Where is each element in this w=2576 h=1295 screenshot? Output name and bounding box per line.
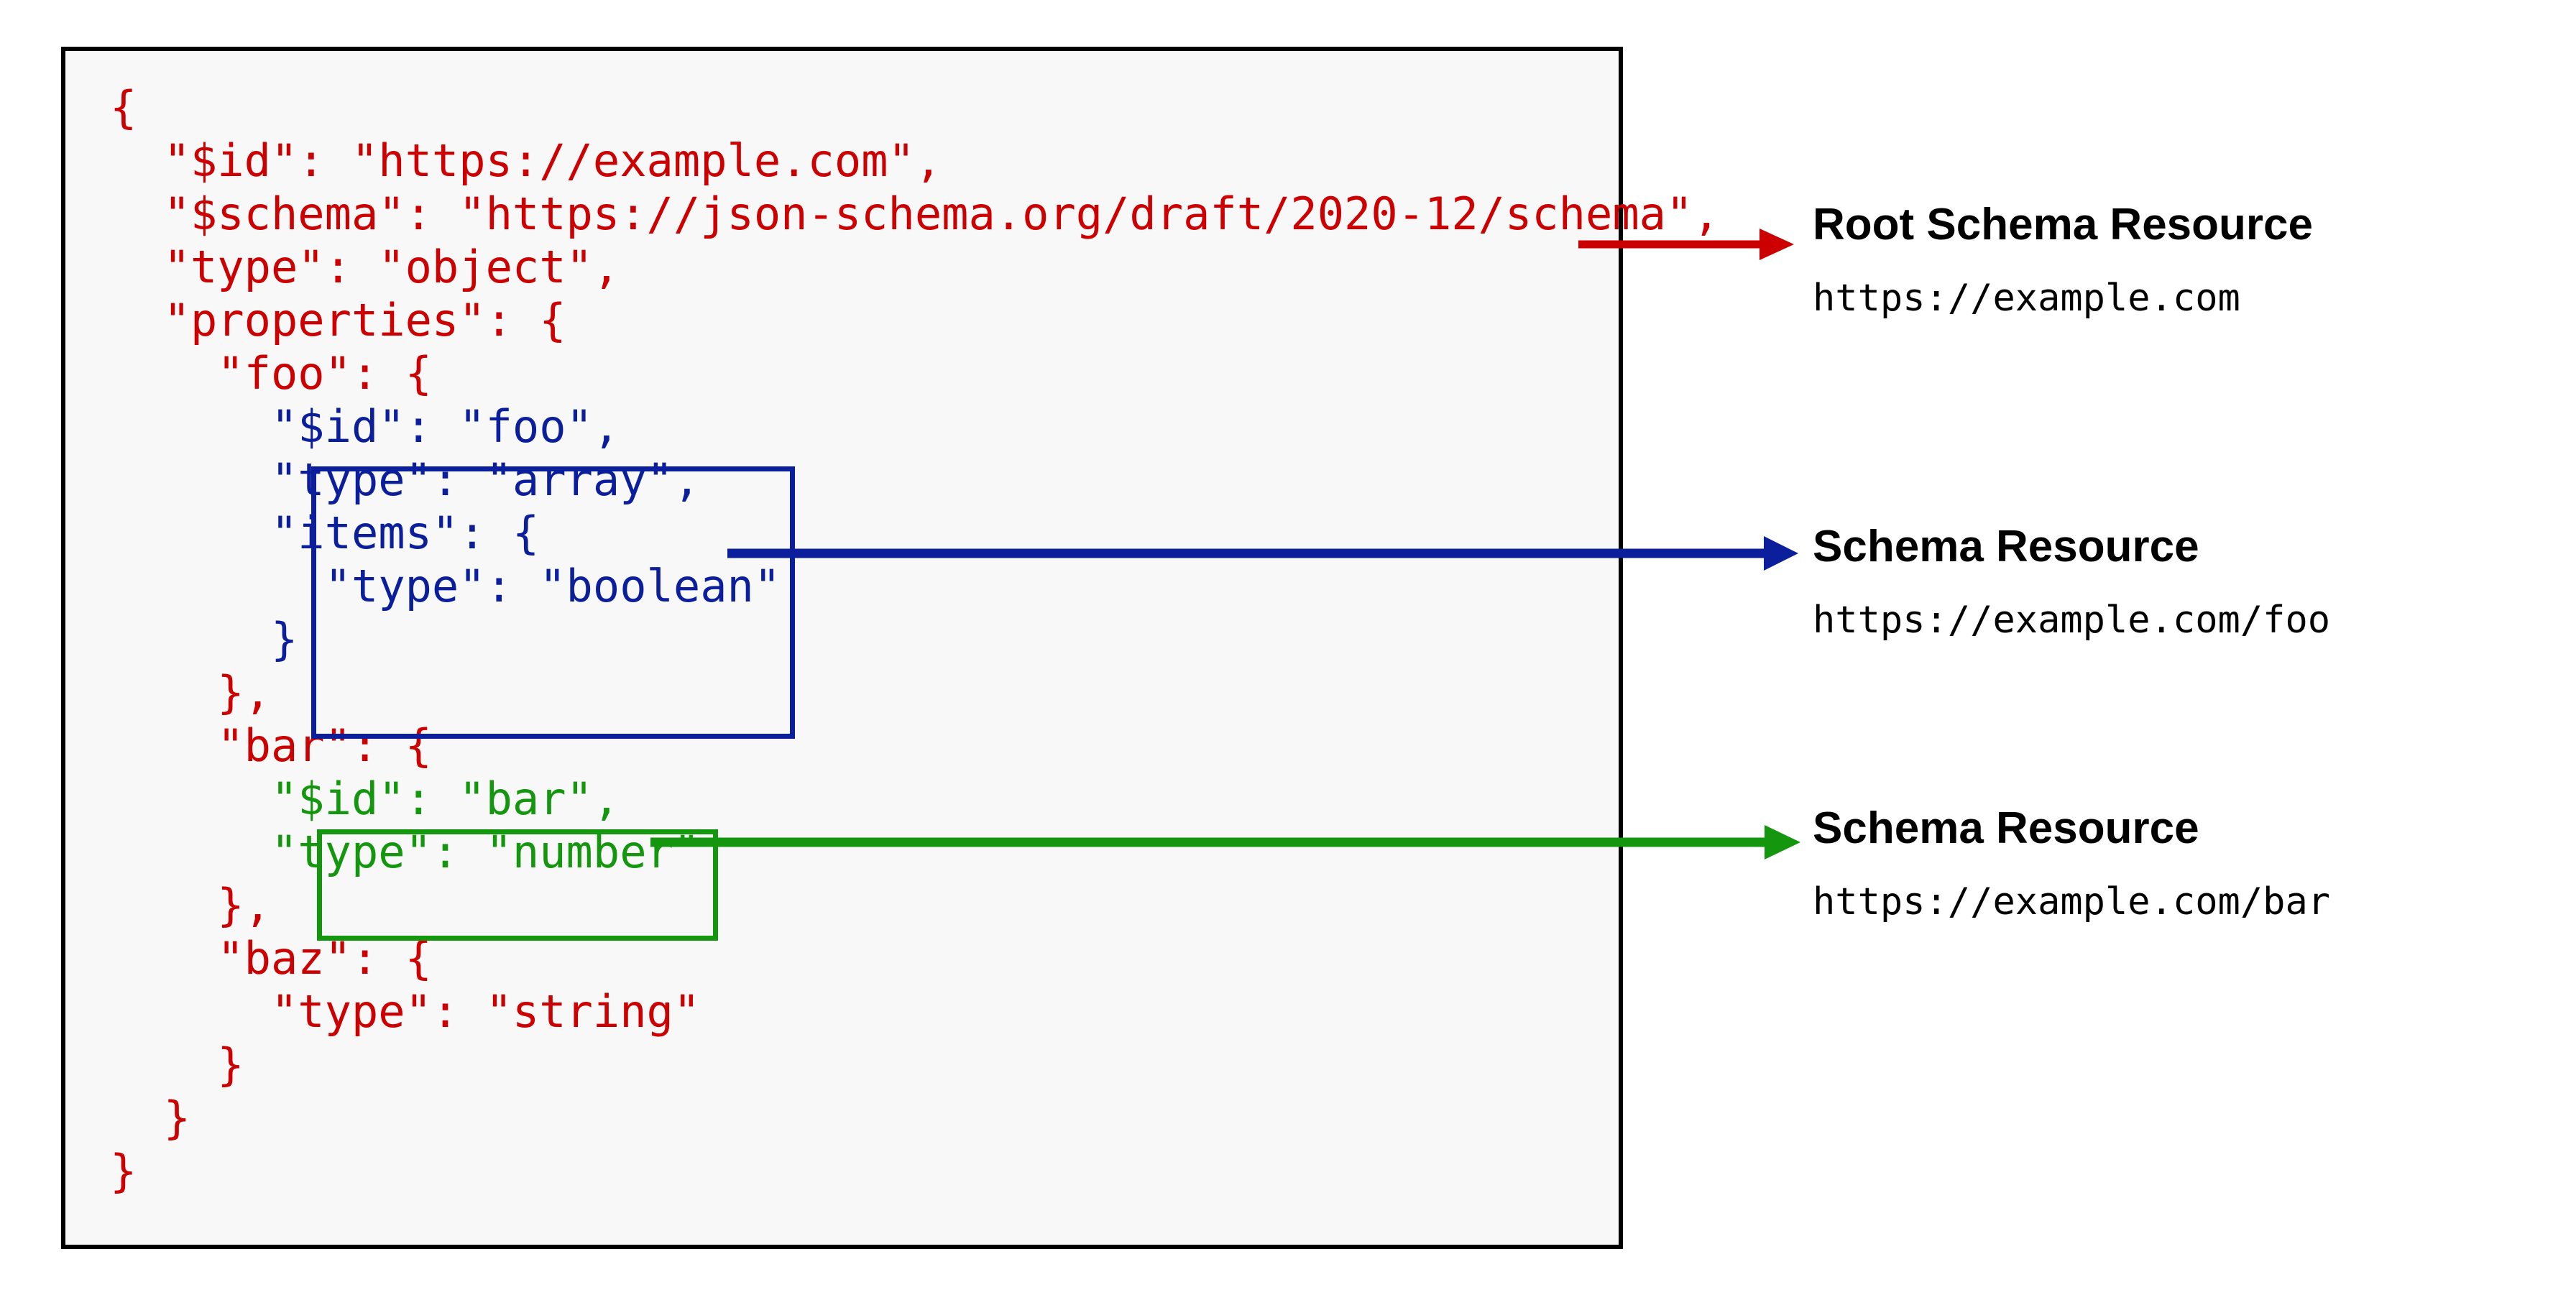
code-line: "$schema": "https://json-schema.org/draf…	[110, 188, 1720, 240]
code-line: }	[110, 1038, 244, 1091]
json-code-block: { "$id": "https://example.com", "$schema…	[110, 81, 1720, 1198]
code-panel: { "$id": "https://example.com", "$schema…	[61, 47, 1720, 1249]
foo-schema-arrow	[727, 536, 1798, 571]
bar-schema-arrow	[650, 825, 1800, 860]
annotation-uri: https://example.com/bar	[1813, 880, 2331, 923]
code-line: }	[110, 1092, 190, 1144]
code-line: "$id": "foo",	[110, 400, 620, 453]
code-line: "type": "string"	[110, 985, 701, 1038]
code-line: },	[110, 879, 271, 931]
annotation-title: Schema Resource	[1813, 522, 2199, 571]
code-line: "type": "boolean"	[110, 560, 781, 612]
code-line: },	[110, 666, 271, 719]
root-schema-arrow	[1578, 229, 1794, 260]
code-line: }	[110, 613, 298, 665]
code-line: "type": "array",	[110, 453, 701, 506]
code-line: "foo": {	[110, 347, 432, 400]
code-line: "properties": {	[110, 294, 566, 346]
code-line: "$id": "bar",	[110, 773, 620, 825]
code-line: "type": "object",	[110, 241, 620, 293]
annotation-foo-schema: Schema Resource https://example.com/foo	[1813, 522, 2330, 642]
code-line: "baz": {	[110, 932, 432, 985]
code-line: }	[110, 1145, 137, 1197]
code-line: "type": "number"	[110, 826, 701, 878]
annotation-uri: https://example.com	[1813, 277, 2240, 320]
annotation-root-schema: Root Schema Resource https://example.com	[1813, 200, 2313, 321]
code-line: {	[110, 81, 137, 134]
annotation-title: Schema Resource	[1813, 803, 2199, 853]
annotation-title: Root Schema Resource	[1813, 200, 2313, 249]
annotation-bar-schema: Schema Resource https://example.com/bar	[1813, 803, 2330, 924]
code-line: "bar": {	[110, 719, 432, 772]
code-line: "items": {	[110, 507, 540, 559]
code-line: "$id": "https://example.com",	[110, 134, 942, 187]
annotation-uri: https://example.com/foo	[1813, 599, 2331, 642]
